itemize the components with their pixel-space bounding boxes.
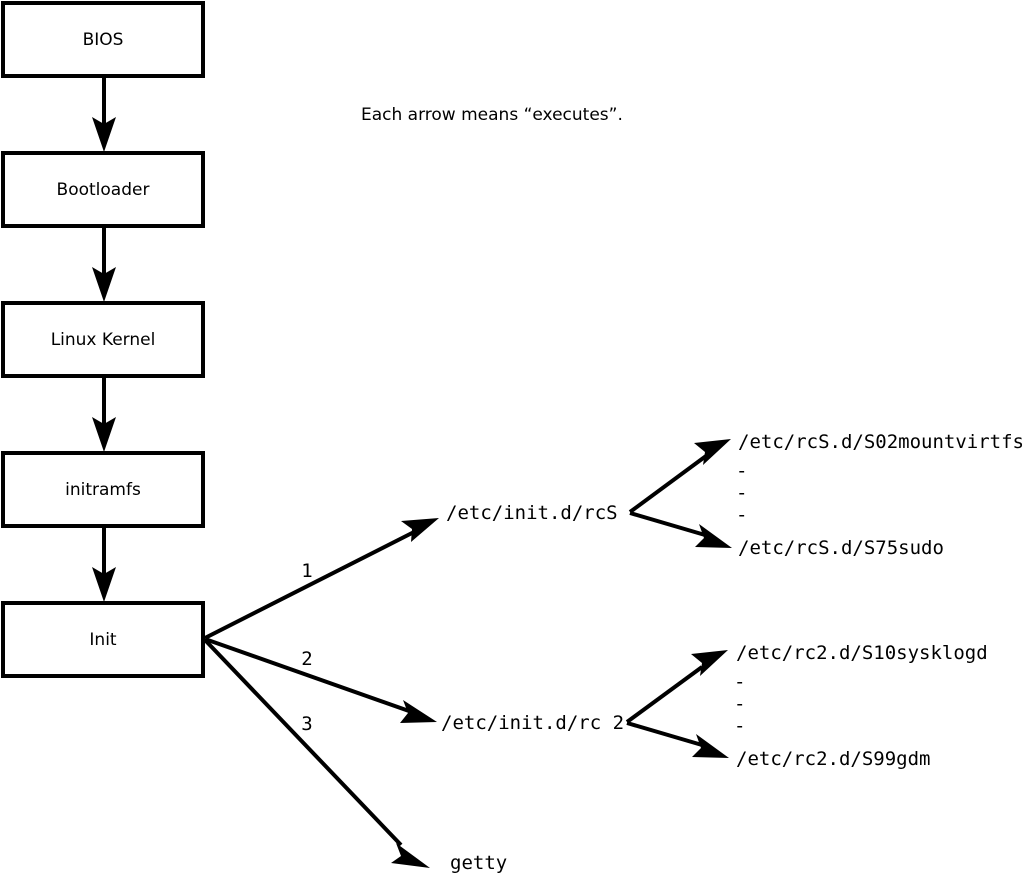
- label-init-d-rc2: /etc/init.d/rc 2: [441, 712, 624, 734]
- label-rcsd-last: /etc/rcS.d/S75sudo: [738, 537, 944, 559]
- box-bootloader: Bootloader: [1, 151, 205, 228]
- ellipsis-dash-rc2-1: -: [734, 671, 745, 693]
- box-init-label: Init: [89, 630, 117, 650]
- box-initramfs-rect: [1, 451, 205, 528]
- label-rc2d-last: /etc/rc2.d/S99gdm: [736, 748, 930, 770]
- ellipsis-dash-rc2-2: -: [734, 693, 745, 715]
- arrow-init-to-rc2: 2: [204, 637, 437, 723]
- arrow-bootloader-to-kernel-head: [92, 267, 116, 302]
- arrow-init-to-rcs-head: [401, 518, 439, 542]
- arrow-init-to-rc2-head: [400, 700, 437, 723]
- arrow-bios-to-bootloader: [92, 76, 116, 152]
- legend-note: Each arrow means “executes”.: [361, 105, 623, 125]
- branch-rcs: [628, 439, 732, 548]
- arrow-init-to-getty: 3: [203, 638, 430, 868]
- branch-rcs-lower-line: [629, 511, 706, 537]
- branch-rc2-lower-line: [626, 721, 703, 747]
- edge-number-3: 3: [301, 713, 312, 735]
- arrow-init-to-getty-head: [391, 843, 430, 868]
- arrow-bios-to-bootloader-head: [92, 117, 116, 152]
- arrow-init-to-rcs-line: [204, 530, 415, 640]
- ellipsis-dash-rcs-2: -: [736, 482, 747, 504]
- box-init-rect: [1, 601, 205, 678]
- branch-rcs-upper-head: [694, 439, 731, 465]
- ellipsis-dash-rcs-3: -: [736, 504, 747, 526]
- box-bios-rect: [1, 1, 205, 78]
- branch-rcs-upper-line: [628, 454, 708, 514]
- arrow-init-to-rc2-line: [204, 637, 410, 713]
- box-bootloader-label: Bootloader: [57, 180, 150, 200]
- arrow-init-to-rcs: 1: [204, 518, 439, 640]
- arrow-init-to-getty-line: [203, 638, 403, 847]
- branch-rcs-lower-head: [695, 524, 732, 548]
- edge-number-1: 1: [301, 560, 312, 582]
- label-rcsd-first: /etc/rcS.d/S02mountvirtfs: [738, 431, 1024, 453]
- box-bios-label: BIOS: [83, 30, 124, 50]
- arrow-initramfs-to-init: [92, 526, 116, 602]
- arrow-kernel-to-initramfs: [92, 376, 116, 452]
- branch-rc2-lower-head: [692, 734, 729, 758]
- arrow-kernel-to-initramfs-head: [92, 417, 116, 452]
- box-bios: BIOS: [1, 1, 205, 78]
- branch-rc2-upper-head: [691, 650, 728, 676]
- box-init: Init: [1, 601, 205, 678]
- edge-number-2: 2: [301, 648, 312, 670]
- arrow-bootloader-to-kernel: [92, 226, 116, 302]
- box-initramfs-label: initramfs: [65, 480, 141, 500]
- box-initramfs: initramfs: [1, 451, 205, 528]
- box-linux-kernel-label: Linux Kernel: [51, 330, 156, 350]
- ellipsis-dash-rcs-1: -: [736, 460, 747, 482]
- branch-rc2-upper-line: [625, 665, 704, 724]
- label-getty: getty: [450, 852, 507, 874]
- branch-rc2: [625, 650, 729, 758]
- ellipsis-dash-rc2-3: -: [734, 715, 745, 737]
- arrow-initramfs-to-init-head: [92, 567, 116, 602]
- label-init-d-rcs: /etc/init.d/rcS: [446, 502, 618, 524]
- label-rc2d-first: /etc/rc2.d/S10sysklogd: [736, 642, 988, 664]
- box-linux-kernel: Linux Kernel: [1, 301, 205, 378]
